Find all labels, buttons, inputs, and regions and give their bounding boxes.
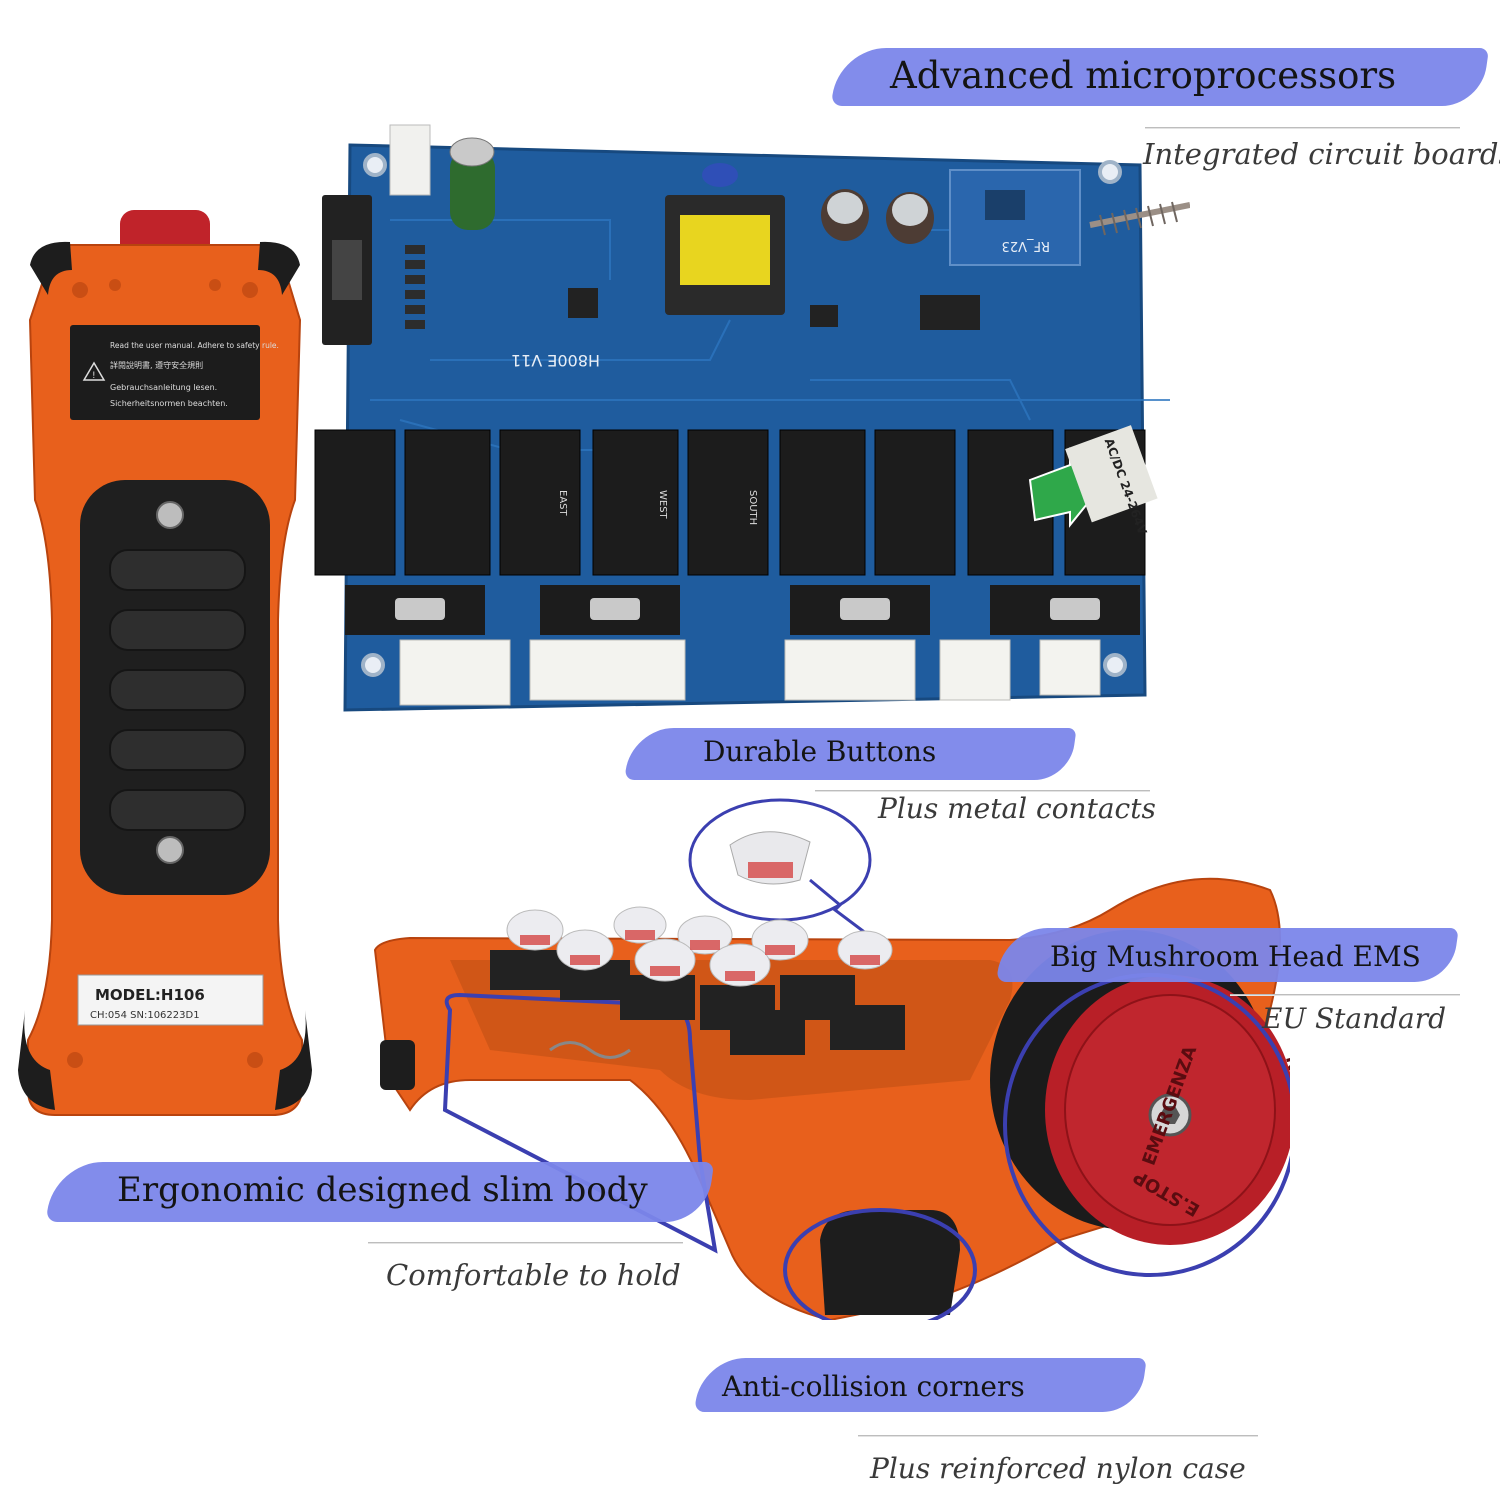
rf-module-label: RF_V23 <box>1002 238 1050 253</box>
divider-mushroom <box>1230 994 1460 996</box>
feature-title-buttons: Durable Buttons <box>703 735 937 768</box>
relay-label-south: SOUTH <box>747 490 758 525</box>
svg-text:!: ! <box>92 371 96 381</box>
feature-title-ergonomic: Ergonomic designed slim body <box>117 1170 648 1210</box>
feature-subtitle-mushroom: EU Standard <box>1262 1002 1447 1035</box>
warning-line-1: Read the user manual. Adhere to safety r… <box>110 341 279 350</box>
board-id-label: H800E V11 <box>511 351 600 370</box>
relay-label-east: EAST <box>557 490 568 517</box>
divider-microprocessors <box>1145 127 1460 129</box>
model-label: MODEL:H106 <box>95 986 205 1004</box>
serial-label: CH:054 SN:106223D1 <box>90 1010 200 1021</box>
warning-line-4: Sicherheitsnormen beachten. <box>110 399 228 408</box>
relay-label-west: WEST <box>657 490 668 520</box>
divider-buttons <box>815 790 1150 792</box>
feature-title-corners: Anti-collision corners <box>722 1370 1025 1403</box>
feature-subtitle-microprocessors: Integrated circuit boards <box>1143 137 1500 171</box>
circuit-board-image: RF_V23 H800E V11 EAST WEST SOUTH AC/DC 2… <box>314 124 1190 712</box>
divider-ergonomic <box>368 1242 683 1244</box>
warning-line-3: Gebrauchsanleitung lesen. <box>110 383 217 392</box>
handset-closeup-image: EMERGENZA NOT-AUS E.STOP <box>373 798 1290 1320</box>
feature-title-microprocessors: Advanced microprocessors <box>890 54 1397 97</box>
remote-handset-image: ! Read the user manual. Adhere to safety… <box>18 210 312 1116</box>
warning-line-2: 詳閱說明書, 遵守安全規則 <box>110 360 203 370</box>
feature-title-mushroom: Big Mushroom Head EMS <box>1050 940 1421 973</box>
feature-subtitle-ergonomic: Comfortable to hold <box>386 1258 681 1292</box>
divider-corners <box>858 1435 1258 1437</box>
feature-subtitle-corners: Plus reinforced nylon case <box>870 1452 1246 1485</box>
feature-subtitle-buttons: Plus metal contacts <box>878 792 1156 825</box>
